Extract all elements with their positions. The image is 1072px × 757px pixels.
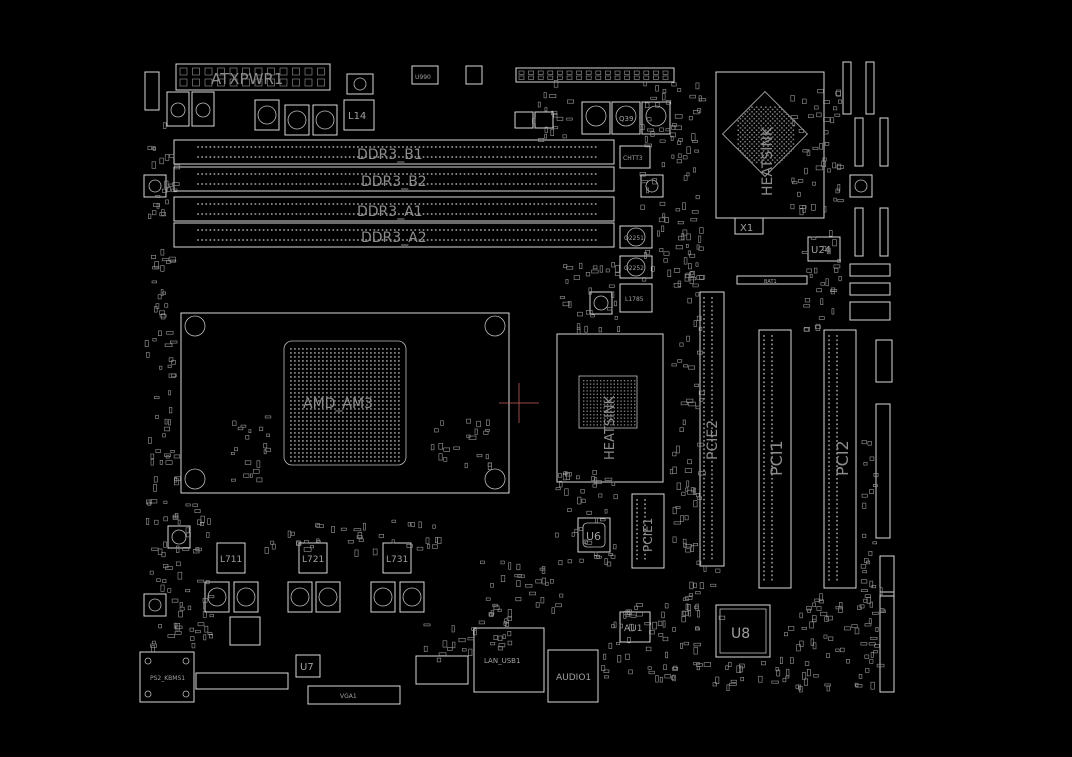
pcie1-label: PCIE1 <box>641 518 655 552</box>
u24-label: U24 <box>811 245 831 256</box>
chip-au1: AU1 <box>619 611 651 643</box>
crystal-x1 <box>734 217 764 235</box>
l731-label: L731 <box>386 555 408 565</box>
pci1-label: PCI1 <box>767 440 786 476</box>
u990-label: U990 <box>415 74 431 81</box>
pcie2-label: PCIE2 <box>705 420 721 460</box>
chtt3-label: CHTT3 <box>623 155 643 162</box>
vga-connector[interactable] <box>307 685 401 705</box>
atx-power-connector[interactable]: ATXPWR1 <box>175 63 331 91</box>
pcie2-slot[interactable]: PCIE2 <box>699 291 725 567</box>
smd-components <box>144 80 886 693</box>
vga-label: VGA1 <box>340 693 357 700</box>
lan-usb-connector[interactable]: LAN_USB1 <box>473 627 545 693</box>
pci2-label: PCI2 <box>833 440 852 476</box>
chip-u8: U8 <box>715 604 771 658</box>
top-components: L14 U990 Q39 CHTT3 <box>143 65 675 198</box>
lan-usb-label: LAN_USB1 <box>484 657 520 665</box>
usb-connector[interactable] <box>415 655 469 685</box>
cpu-socket-label: AMD_AM3 <box>303 396 373 412</box>
audio1-label: AUDIO1 <box>556 673 591 683</box>
q2252-label: Q2252 <box>624 265 644 272</box>
pcie1-slot[interactable]: PCIE1 <box>631 493 665 569</box>
pci1-slot[interactable]: PCI1 <box>758 329 792 589</box>
x1-label: X1 <box>740 223 753 234</box>
u6-label: U6 <box>586 530 601 543</box>
northbridge-heatsink[interactable]: HEATSINK <box>715 71 825 219</box>
dimm-slot-ddr3-b2[interactable]: DDR3_B2 <box>173 166 615 192</box>
ddr3-a2-label: DDR3_A2 <box>361 230 427 246</box>
l1785-label: L1785 <box>625 296 644 303</box>
u8-label: U8 <box>731 626 750 642</box>
atx-power-label: ATXPWR1 <box>211 70 283 88</box>
nb-heatsink-label: HEATSINK <box>760 126 776 196</box>
mosfets-q2251-q2252: Q2251 Q2252 L1785 <box>589 225 653 315</box>
dimm-slot-ddr3-b1[interactable]: DDR3_B1 <box>173 139 615 165</box>
ps2-label: PS2_KBMS1 <box>150 675 185 682</box>
cpu-socket-am3[interactable]: AMD_AM3 <box>180 312 510 494</box>
ddr3-b2-label: DDR3_B2 <box>361 174 427 190</box>
l14-label: L14 <box>348 111 366 122</box>
l721-label: L721 <box>302 555 324 565</box>
ddr3-b1-label: DDR3_B1 <box>357 147 423 163</box>
southbridge-heatsink[interactable]: HEATSINK <box>556 333 664 483</box>
sb-heatsink-label: HEATSINK <box>603 395 618 460</box>
q39-label: Q39 <box>619 115 633 123</box>
cursor-crosshair <box>499 383 539 423</box>
pci2-slot[interactable]: PCI2 <box>823 329 857 589</box>
u7-label: U7 <box>300 662 314 673</box>
chip-u6: U6 <box>577 517 611 553</box>
l711-label: L711 <box>220 555 242 565</box>
ddr3-a1-label: DDR3_A1 <box>357 204 423 220</box>
bat1-label: BAT1 <box>764 279 777 285</box>
chip-u24 <box>807 236 841 262</box>
right-edge-headers <box>842 61 895 693</box>
audio-connector[interactable]: AUDIO1 <box>547 649 599 703</box>
q2251-label: Q2251 <box>624 235 644 242</box>
dimm-slot-ddr3-a2[interactable]: DDR3_A2 <box>173 222 615 248</box>
battery-bat1 <box>736 275 808 285</box>
usb-header-bottom <box>195 672 289 690</box>
ps2-connector[interactable]: PS2_KBMS1 <box>139 651 195 703</box>
vrm-section: L711 L721 L731 U7 <box>143 525 425 678</box>
dimm-slot-ddr3-a1[interactable]: DDR3_A1 <box>173 196 615 222</box>
